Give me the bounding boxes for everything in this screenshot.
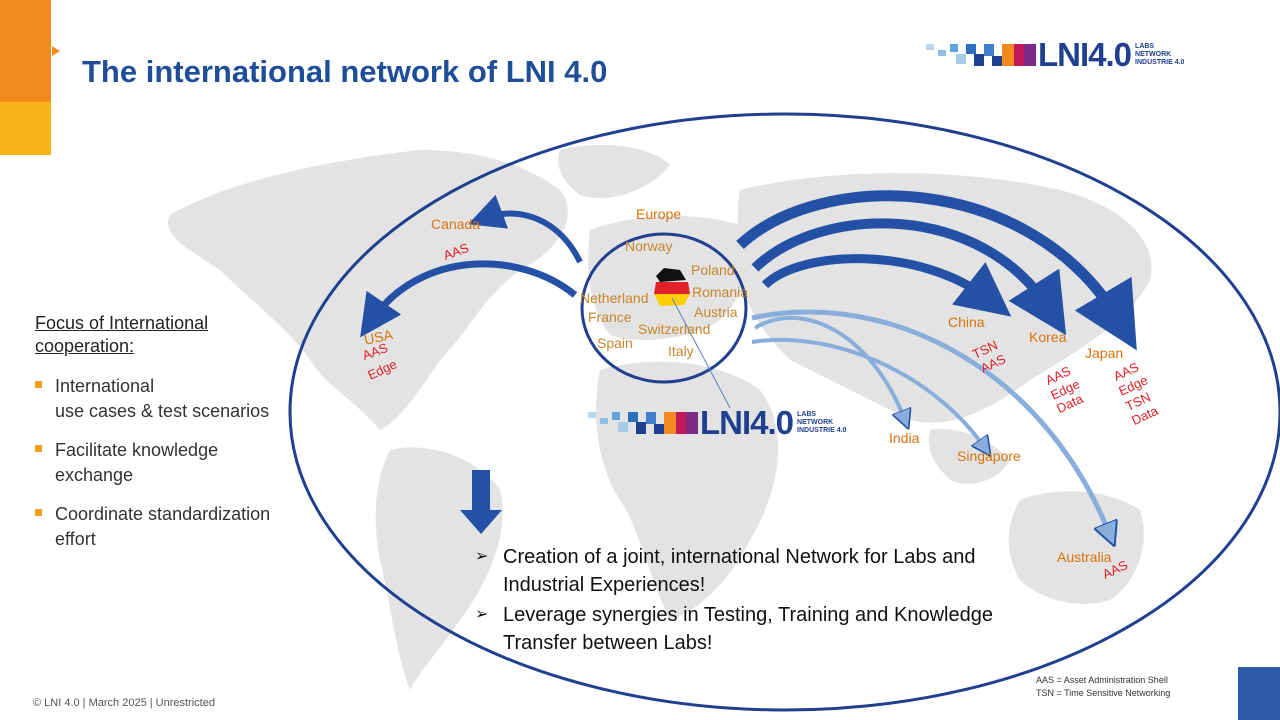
partner-korea: Korea <box>1029 329 1067 345</box>
focus-bullet: Coordinate standardization effort <box>35 502 305 552</box>
europe-label: Europe <box>636 206 682 222</box>
arrow-bullet-icon: ➢ <box>475 606 489 623</box>
logo-center-sub-1: LABS <box>797 411 817 418</box>
asia <box>737 173 1152 423</box>
country-romania: Romania <box>692 284 749 300</box>
callout-list: ➢ Creation of a joint, international Net… <box>475 543 993 659</box>
arrow-to-canada <box>468 194 583 264</box>
logo-subtitle: LABS NETWORK INDUSTRIE 4.0 <box>1135 43 1184 67</box>
arrow-to-usa <box>360 260 578 338</box>
accent-bar-yellow <box>0 102 51 155</box>
corner-accent <box>1238 667 1280 720</box>
south-america <box>375 447 503 690</box>
logo-pixels-center-icon <box>588 412 698 434</box>
callout-item: ➢ Creation of a joint, international Net… <box>475 543 993 599</box>
connector-line <box>671 297 731 409</box>
partner-japan: Japan <box>1085 345 1124 361</box>
country-spain: Spain <box>597 335 633 351</box>
partner-singapore: Singapore <box>957 448 1021 464</box>
bullet-text: exchange <box>55 465 134 485</box>
partner-india: India <box>889 430 920 446</box>
network-ellipse <box>288 112 1280 712</box>
north-america <box>168 150 568 430</box>
logo-center-sub-2: NETWORK <box>797 419 834 426</box>
logo-subtitle-center: LABS NETWORK INDUSTRIE 4.0 <box>797 411 846 435</box>
logo-wordmark: LNI4.0 <box>1038 36 1132 73</box>
lni-logo-center: LNI4.0 LABS NETWORK INDUSTRIE 4.0 <box>588 404 846 442</box>
logo-sub-2: NETWORK <box>1135 51 1172 58</box>
southeast-asia <box>928 429 1010 484</box>
bullet-square-icon <box>35 509 42 516</box>
focus-heading-line1: Focus of International <box>35 313 209 333</box>
logo-center-sub-3: INDUSTRIE 4.0 <box>797 427 847 434</box>
country-norway: Norway <box>625 238 673 254</box>
focus-bullet-list: International use cases & test scenarios… <box>35 374 305 566</box>
germany-flag-icon <box>654 268 690 306</box>
page-title: The international network of LNI 4.0 <box>82 54 608 89</box>
bullet-square-icon <box>35 445 42 452</box>
bullet-text: use cases & test scenarios <box>55 401 270 421</box>
accent-bar-orange <box>0 0 51 102</box>
legend-aas: AAS = Asset Administration Shell <box>1036 675 1168 685</box>
greenland <box>558 145 670 199</box>
arrow-to-australia <box>751 309 1110 535</box>
focus-bullet: Facilitate knowledge exchange <box>35 438 305 488</box>
arrow-to-korea <box>751 218 1067 336</box>
arrow-to-japan <box>736 190 1137 351</box>
bullet-square-icon <box>35 381 42 388</box>
country-austria: Austria <box>694 304 738 320</box>
country-poland: Poland <box>691 262 735 278</box>
logo-sub-3: INDUSTRIE 4.0 <box>1135 59 1185 66</box>
partner-australia: Australia <box>1057 549 1112 565</box>
arrow-to-india <box>753 315 905 420</box>
footer-text: © LNI 4.0 | March 2025 | Unrestricted <box>33 697 215 709</box>
bullet-text: effort <box>55 529 96 549</box>
callout-text: Creation of a joint, international Netwo… <box>503 546 976 568</box>
country-italy: Italy <box>668 343 694 359</box>
title-marker-icon <box>52 46 60 56</box>
arrow-to-singapore <box>751 337 985 448</box>
arrow-bullet-icon: ➢ <box>475 548 489 565</box>
focus-heading: Focus of International cooperation: <box>35 312 208 358</box>
callout-text: Industrial Experiences! <box>503 574 706 596</box>
partner-canada: Canada <box>431 216 481 232</box>
light-arrows <box>751 309 1110 535</box>
callout-item: ➢ Leverage synergies in Testing, Trainin… <box>475 601 993 657</box>
country-netherland: Netherland <box>580 290 649 306</box>
abbreviation-legend: AAS = Asset Administration Shell TSN = T… <box>1036 674 1170 700</box>
europe-circle <box>580 232 748 384</box>
arrow-to-china <box>761 254 1012 317</box>
bold-arrows <box>360 190 1137 351</box>
bullet-text: Coordinate standardization <box>55 504 271 524</box>
focus-bullet: International use cases & test scenarios <box>35 374 305 424</box>
country-switzerland: Switzerland <box>638 321 711 337</box>
partner-china: China <box>948 314 985 330</box>
country-france: France <box>588 309 632 325</box>
callout-text: Transfer between Labs! <box>503 632 713 654</box>
legend-tsn: TSN = Time Sensitive Networking <box>1036 688 1171 698</box>
lni-logo-top: LNI4.0 LABS NETWORK INDUSTRIE 4.0 <box>926 36 1184 74</box>
callout-text: Leverage synergies in Testing, Training … <box>503 604 993 626</box>
bullet-text: International <box>55 376 155 396</box>
bullet-text: Facilitate knowledge <box>55 440 219 460</box>
focus-heading-line2: cooperation: <box>35 336 135 356</box>
logo-pixels-icon <box>926 44 1036 66</box>
logo-wordmark-center: LNI4.0 <box>700 404 794 441</box>
australia <box>1008 491 1144 604</box>
down-arrow-icon <box>460 470 502 534</box>
logo-sub-1: LABS <box>1135 43 1155 50</box>
